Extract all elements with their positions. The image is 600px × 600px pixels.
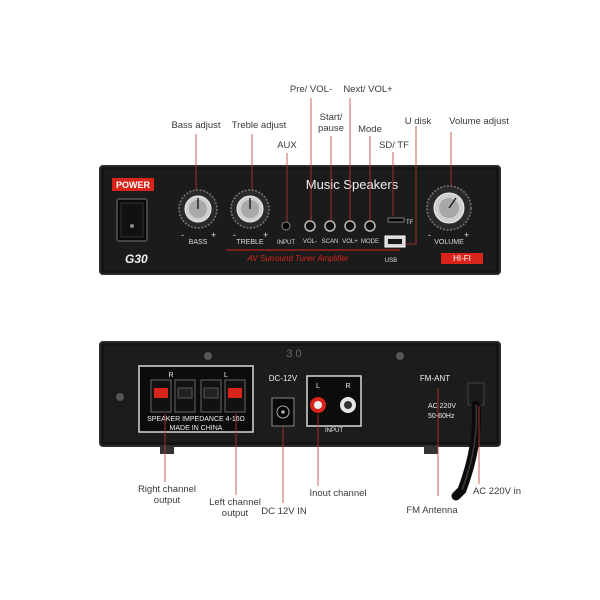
bass-plus: + bbox=[211, 230, 216, 240]
speaker-impedance-label: SPEAKER IMPEDANCE 4-16Ω bbox=[147, 416, 245, 423]
subtitle-label: AV Surround Tuner Amplifier bbox=[247, 254, 349, 263]
btn-vol-plus-label: VOL+ bbox=[342, 239, 358, 245]
scan-button[interactable] bbox=[324, 220, 336, 232]
volume-knob[interactable] bbox=[426, 185, 472, 231]
rear-panel: 3 0 R L SPEAKER IMPEDANCE 4-16Ω MADE IN … bbox=[99, 341, 501, 501]
callout-left-channel: Left channel output bbox=[209, 497, 261, 519]
treble-minus: - bbox=[233, 230, 236, 240]
btn-scan-label: SCAN bbox=[322, 239, 339, 245]
rca-r-label: R bbox=[345, 383, 350, 390]
front-panel: POWER - + BASS - + TREBLE INPUT Music Sp… bbox=[99, 165, 501, 275]
hz-label: 50-60Hz bbox=[428, 413, 455, 420]
aux-jack[interactable] bbox=[281, 221, 291, 231]
callout-ac-in: AC 220V in bbox=[472, 486, 522, 497]
btn-mode-label: MODE bbox=[361, 239, 379, 245]
callout-bass-adjust: Bass adjust bbox=[171, 120, 221, 131]
model-label: G30 bbox=[125, 252, 148, 266]
front-leader-lines bbox=[195, 98, 452, 245]
callout-fm-antenna: FM Antenna bbox=[406, 505, 458, 516]
btn-vol-minus-label: VOL- bbox=[303, 239, 317, 245]
dc-label: DC-12V bbox=[269, 374, 298, 383]
volume-plus: + bbox=[464, 230, 469, 240]
made-in-label: MADE IN CHINA bbox=[170, 425, 223, 432]
power-cord bbox=[451, 382, 485, 501]
vol-plus-button[interactable] bbox=[344, 220, 356, 232]
tf-label: TF bbox=[406, 220, 414, 226]
callout-input-channel: Inout channel bbox=[309, 488, 367, 499]
power-label: POWER bbox=[116, 180, 151, 190]
usb-label: USB bbox=[385, 258, 397, 264]
callout-aux: AUX bbox=[277, 140, 297, 151]
hifi-badge bbox=[441, 253, 483, 264]
callout-start-pause: Start/ pause bbox=[318, 112, 344, 134]
callout-next-vol-plus: Next/ VOL+ bbox=[343, 84, 393, 95]
bass-knob[interactable] bbox=[178, 189, 218, 229]
volume-label: VOLUME bbox=[434, 239, 464, 246]
input-label: INPUT bbox=[277, 240, 295, 246]
callout-u-disk: U disk bbox=[404, 116, 432, 127]
callout-right-channel: Right channel output bbox=[137, 484, 197, 506]
callout-treble-adjust: Treble adjust bbox=[231, 120, 287, 131]
ac-label: AC 220V bbox=[428, 403, 456, 410]
treble-plus: + bbox=[263, 230, 268, 240]
treble-label: TREBLE bbox=[236, 239, 264, 246]
rear-leader-lines bbox=[164, 388, 480, 503]
callout-dc-in: DC 12V IN bbox=[261, 506, 307, 517]
callout-mode: Mode bbox=[358, 124, 382, 135]
bass-label: BASS bbox=[189, 239, 208, 246]
treble-knob[interactable] bbox=[230, 189, 270, 229]
mode-button[interactable] bbox=[364, 220, 376, 232]
callout-pre-vol-minus: Pre/ VOL- bbox=[289, 84, 333, 95]
callout-volume-adjust: Volume adjust bbox=[449, 116, 509, 127]
fm-ant-label: FM-ANT bbox=[420, 374, 450, 383]
speaker-r-label: R bbox=[168, 372, 173, 379]
callout-sd-tf: SD/ TF bbox=[379, 140, 409, 151]
tf-slot[interactable] bbox=[387, 217, 405, 223]
control-buttons bbox=[304, 220, 376, 232]
speaker-l-label: L bbox=[224, 372, 228, 379]
bass-minus: - bbox=[181, 230, 184, 240]
vol-minus-button[interactable] bbox=[304, 220, 316, 232]
rear-model-engraved: 3 0 bbox=[286, 348, 301, 360]
brand-title: Music Speakers bbox=[306, 177, 399, 192]
volume-minus: - bbox=[428, 230, 431, 240]
hifi-label: HI-FI bbox=[453, 254, 471, 263]
power-label-bg bbox=[112, 178, 154, 191]
rca-l-label: L bbox=[316, 383, 320, 390]
rca-input-label: INPUT bbox=[325, 428, 343, 434]
